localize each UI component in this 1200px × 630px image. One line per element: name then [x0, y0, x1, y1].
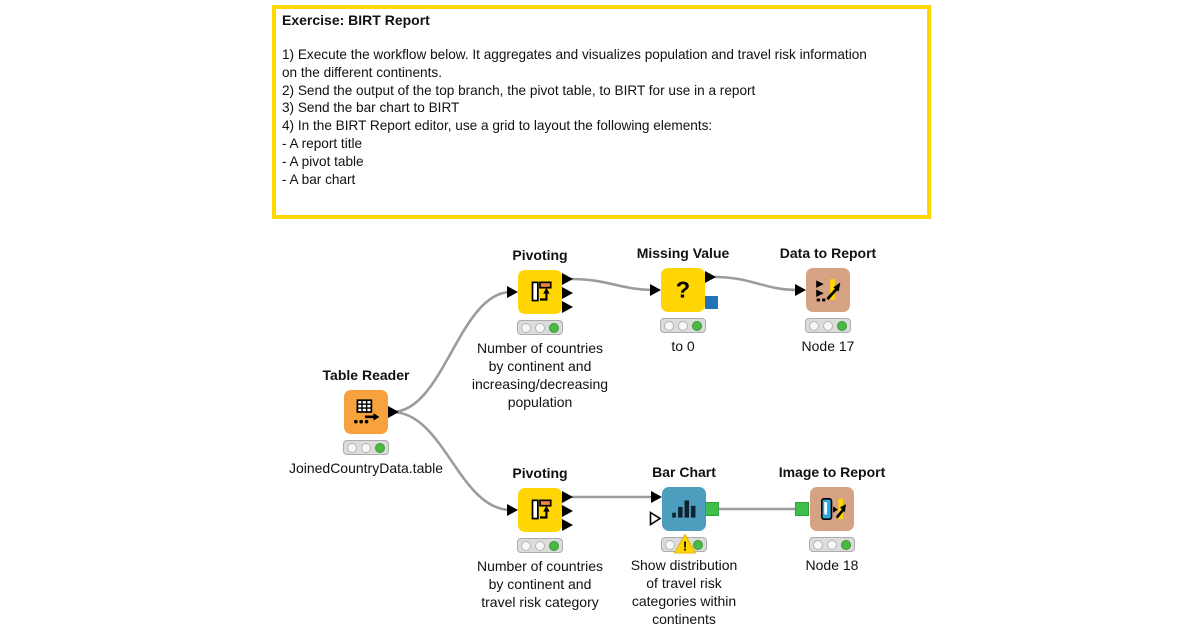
traffic-light — [660, 318, 706, 333]
warning-icon: ! — [674, 534, 696, 554]
node-name: Table Reader — [322, 367, 410, 383]
node-body[interactable] — [344, 390, 388, 434]
node-bar-chart[interactable]: Bar Chart ! Show distribution of travel … — [631, 464, 738, 627]
node-body[interactable] — [518, 270, 562, 314]
image-to-report-icon — [821, 498, 846, 520]
traffic-light — [517, 320, 563, 335]
input-port[interactable] — [507, 503, 518, 516]
table-reader-icon — [354, 399, 380, 424]
annotation-line: on the different continents. — [282, 64, 442, 80]
node-missing-value[interactable]: Missing Value ? to 0 — [637, 245, 730, 354]
annotation-line: - A bar chart — [282, 171, 356, 187]
connection-missingvalue-datatoreport[interactable] — [712, 275, 800, 292]
status-executed — [692, 320, 702, 331]
node-comment[interactable]: Node 18 — [805, 557, 859, 573]
data-to-report-icon — [816, 279, 841, 302]
node-comment[interactable]: Number of countries by continent and inc… — [471, 340, 609, 410]
traffic-light — [805, 318, 851, 333]
status-idle — [521, 322, 531, 333]
output-port-1[interactable] — [562, 491, 573, 503]
node-name: Pivoting — [512, 465, 568, 481]
status-idle — [665, 539, 675, 550]
node-comment[interactable]: to 0 — [671, 338, 695, 354]
status-configured — [361, 442, 371, 453]
annotation-title: Exercise: BIRT Report — [282, 12, 430, 28]
annotation-line: 2) Send the output of the top branch, th… — [282, 82, 756, 98]
traffic-light: ! — [661, 534, 707, 554]
node-pivoting-bottom[interactable]: Pivoting Number of countries by continen… — [477, 465, 603, 610]
output-port-1[interactable] — [705, 271, 716, 283]
node-body[interactable] — [518, 488, 562, 532]
node-body[interactable]: ? — [661, 268, 705, 312]
status-executed — [841, 539, 851, 550]
input-port-1[interactable] — [651, 490, 662, 503]
image-output-port[interactable] — [705, 502, 719, 516]
status-executed — [549, 540, 559, 551]
node-body[interactable] — [806, 268, 850, 312]
pivoting-icon — [531, 499, 552, 520]
status-executed — [549, 322, 559, 333]
status-idle — [521, 540, 531, 551]
workflow-annotation[interactable]: Exercise: BIRT Report 1) Execute the wor… — [272, 5, 931, 219]
node-comment[interactable]: Node 17 — [801, 338, 855, 354]
traffic-light — [809, 537, 855, 552]
bar-chart-icon — [672, 500, 696, 518]
status-idle — [813, 539, 823, 550]
annotation-line: 1) Execute the workflow below. It aggreg… — [282, 47, 867, 62]
output-port-1[interactable] — [562, 273, 573, 285]
traffic-light — [343, 440, 389, 455]
output-port-2[interactable] — [562, 505, 573, 517]
traffic-light — [517, 538, 563, 553]
status-configured — [827, 539, 837, 550]
node-data-to-report[interactable]: Data to Report Node 17 — [780, 245, 876, 354]
output-port-2[interactable] — [562, 287, 573, 299]
annotation-line: - A pivot table — [282, 153, 364, 169]
connection-pivoting-missingvalue[interactable] — [569, 277, 656, 292]
status-idle — [664, 320, 674, 331]
input-port-2-optional[interactable] — [649, 511, 662, 526]
node-comment[interactable]: Number of countries by continent and tra… — [476, 558, 604, 610]
pmml-output-port[interactable] — [705, 296, 718, 309]
output-port[interactable] — [388, 405, 399, 418]
node-comment[interactable]: Show distribution of travel risk categor… — [630, 557, 738, 627]
annotation-line: 3) Send the bar chart to BIRT — [282, 100, 460, 116]
status-configured — [535, 540, 545, 551]
output-port-3[interactable] — [562, 519, 573, 531]
annotation-line: - A report title — [282, 135, 363, 151]
annotation-line: 4) In the BIRT Report editor, use a grid… — [282, 118, 713, 134]
node-body[interactable] — [662, 487, 706, 531]
status-executed — [375, 442, 385, 453]
input-port[interactable] — [650, 283, 661, 296]
input-port[interactable] — [507, 285, 518, 298]
input-port[interactable] — [795, 283, 806, 296]
node-name: Missing Value — [636, 245, 730, 261]
node-name: Bar Chart — [652, 464, 716, 480]
svg-text:!: ! — [683, 539, 687, 554]
pivoting-icon — [531, 281, 552, 302]
node-name: Image to Report — [778, 464, 886, 480]
node-name: Data to Report — [779, 245, 877, 261]
node-name: Pivoting — [512, 247, 568, 263]
status-idle — [809, 320, 819, 331]
status-configured — [678, 320, 688, 331]
svg-text:?: ? — [676, 277, 690, 303]
node-image-to-report[interactable]: Image to Report Node 18 — [779, 464, 886, 573]
node-comment[interactable]: JoinedCountryData.table — [288, 460, 444, 476]
question-mark-icon: ? — [676, 277, 690, 303]
output-port-3[interactable] — [562, 301, 573, 313]
node-pivoting-top[interactable]: Pivoting Number of countries by continen… — [472, 247, 608, 410]
node-table-reader[interactable]: Table Reader JoinedCountryData.table — [289, 367, 443, 476]
status-idle — [347, 442, 357, 453]
connection-tablereader-pivoting-top[interactable] — [390, 290, 513, 414]
status-configured — [535, 322, 545, 333]
status-configured — [823, 320, 833, 331]
status-executed — [693, 539, 703, 550]
node-body[interactable] — [810, 487, 854, 531]
image-input-port[interactable] — [795, 502, 809, 516]
connection-tablereader-pivoting-bottom[interactable] — [390, 410, 513, 512]
status-executed — [837, 320, 847, 331]
